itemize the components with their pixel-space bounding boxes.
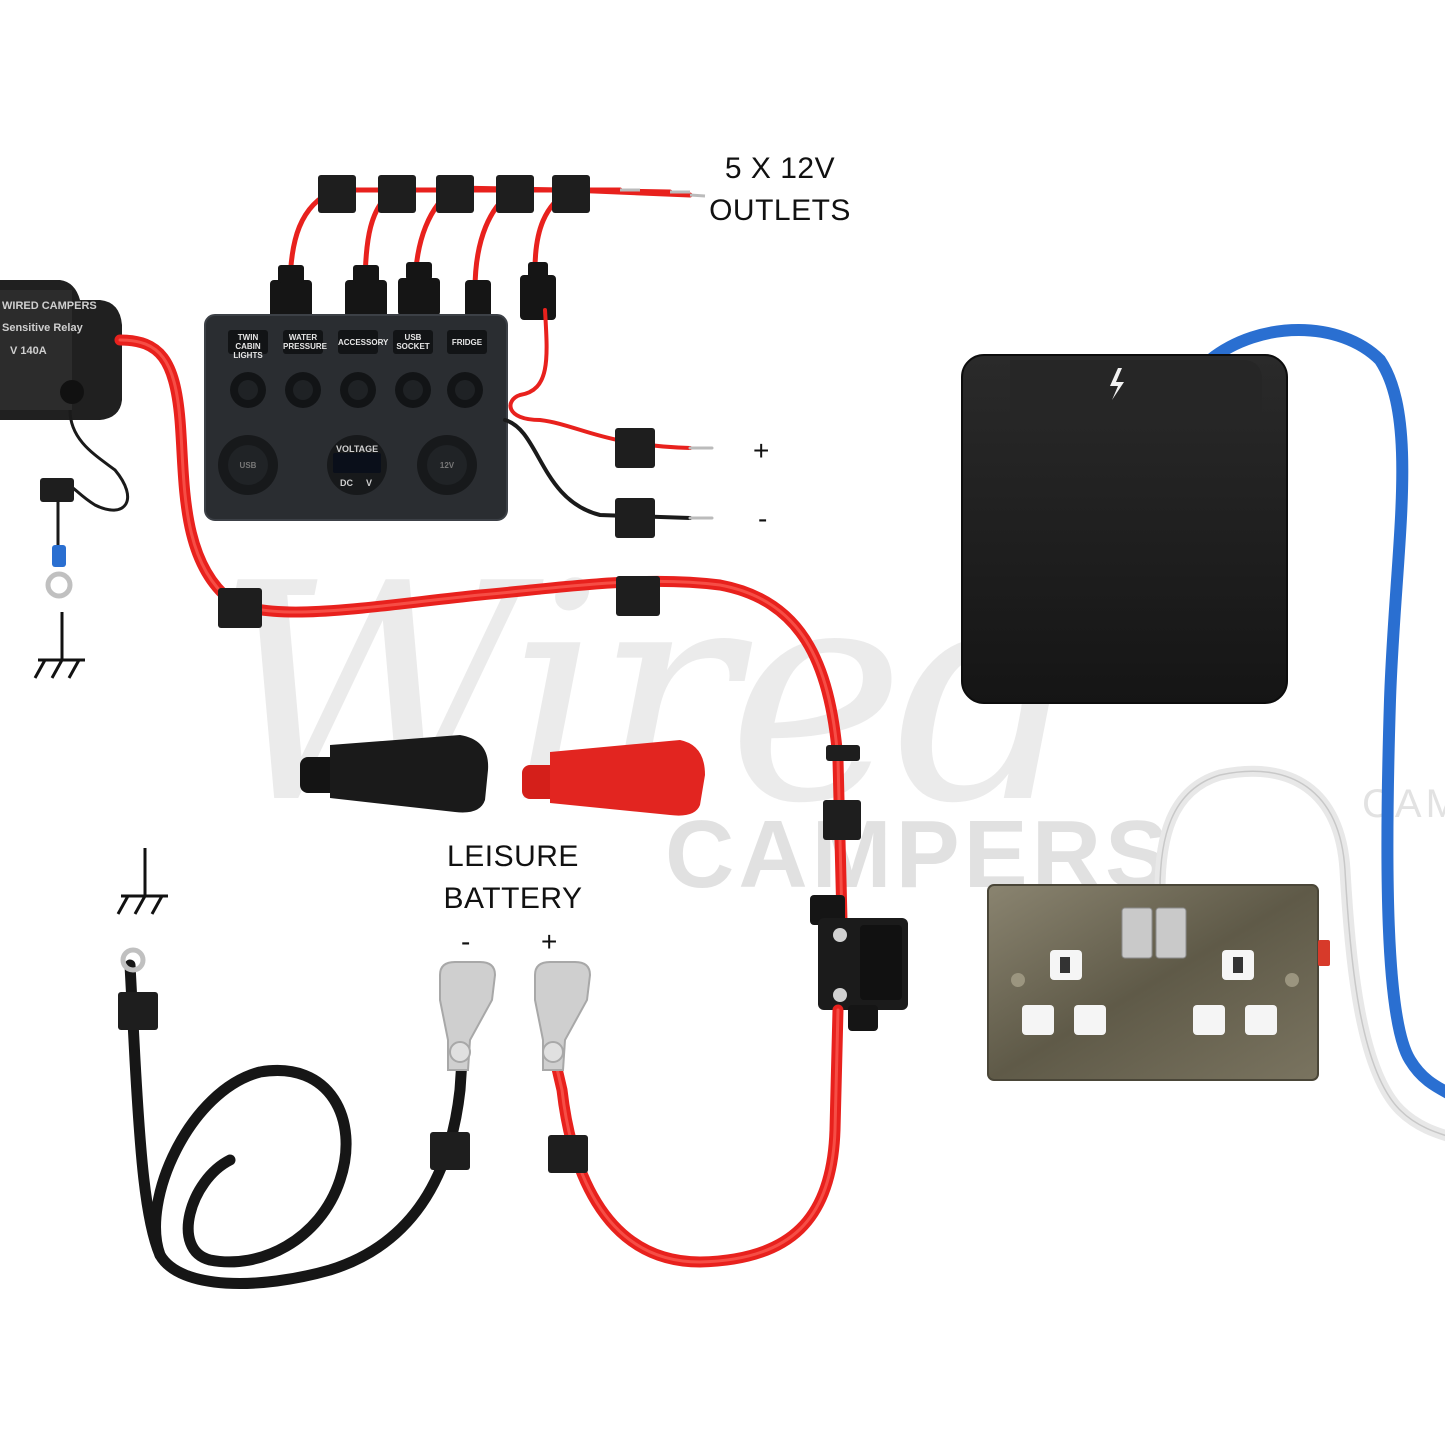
main-fuse-holder — [810, 895, 908, 1031]
main-red-cable — [114, 334, 848, 926]
battery-minus-label: - — [461, 926, 471, 957]
switch-label-4: USB SOCKET — [396, 333, 430, 351]
outlet-wire-tips — [620, 188, 706, 198]
voltage-sensitive-relay — [0, 280, 122, 420]
lightning-icon — [1110, 368, 1124, 400]
negative-cable-clips — [118, 992, 470, 1170]
negative-ring-terminal — [120, 947, 146, 973]
outlets-label-line1: 5 X 12V — [724, 152, 836, 185]
mains-hookup-box — [961, 354, 1288, 704]
outlets-label-line2: OUTLETS — [709, 194, 851, 227]
double-socket — [987, 884, 1330, 1081]
panel-output-wires — [503, 308, 714, 520]
ground-symbol-icon — [33, 612, 85, 679]
relay-type: Sensitive Relay — [2, 322, 83, 334]
positive-battery-cable — [549, 1004, 844, 1268]
ground-symbol-icon — [116, 848, 168, 915]
minus-terminal-label: - — [758, 503, 768, 534]
inline-fuse-holders — [270, 262, 556, 320]
top-cable-clips — [318, 175, 590, 213]
positive-cable-clip — [548, 1135, 588, 1173]
switch-label-5: FRIDGE — [451, 338, 483, 347]
watermark-brand-right: CAM — [1362, 782, 1445, 826]
negative-battery-cable — [124, 959, 468, 1290]
switch-panel — [204, 314, 508, 521]
switch-label-3: ACCESSORY — [338, 338, 389, 347]
switch-label-2: WATER PRESSURE — [283, 333, 328, 351]
battery-label-line1: LEISURE — [447, 840, 579, 873]
voltmeter-v: V — [366, 478, 373, 488]
main-cable-clips — [218, 576, 861, 840]
switch-label-1: TWIN CABIN LIGHTS — [233, 333, 263, 360]
voltmeter-title: VOLTAGE — [336, 444, 379, 454]
panel-output-clips — [615, 428, 655, 538]
relay-ground-lead — [40, 409, 129, 599]
voltmeter-dc: DC — [340, 478, 353, 488]
relay-rating: V 140A — [10, 345, 47, 357]
battery-terminal-covers — [300, 735, 705, 816]
12v-socket-label: 12V — [439, 461, 455, 470]
plus-terminal-label: + — [753, 435, 770, 466]
battery-clamps — [439, 961, 592, 1071]
usb-socket-label: USB — [239, 461, 257, 470]
battery-plus-label: + — [541, 926, 558, 957]
relay-brand: WIRED CAMPERS — [2, 300, 97, 312]
battery-label-line2: BATTERY — [443, 882, 583, 915]
mains-cables — [1154, 324, 1445, 1142]
